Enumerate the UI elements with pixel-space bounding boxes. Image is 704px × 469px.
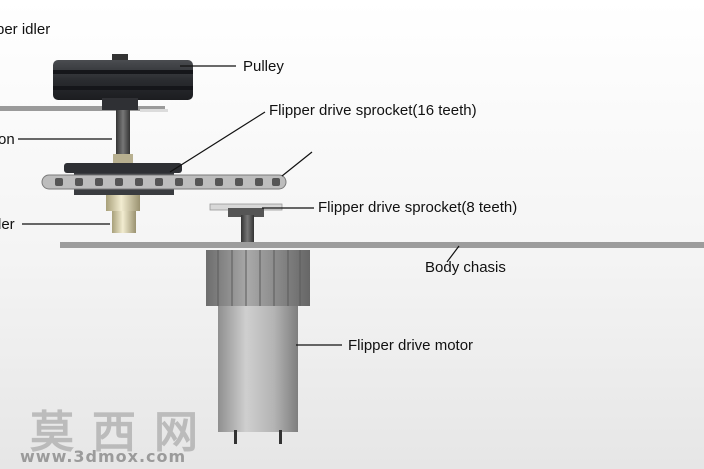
lower-idler-part <box>106 195 140 233</box>
label-left-idler: ler <box>0 216 15 233</box>
leader-chassis <box>446 245 460 263</box>
watermark-url: www.3dmox.com <box>20 447 187 466</box>
watermark-logo: 莫西网 <box>30 407 216 458</box>
sprocket-8-part <box>209 203 283 245</box>
chain-part <box>41 174 287 190</box>
label-body-chassis: Body chasis <box>425 259 506 276</box>
pulley-part <box>53 54 193 112</box>
label-pulley: Pulley <box>243 58 284 75</box>
upper-shaft <box>116 110 130 160</box>
body-chassis-plate <box>60 242 704 248</box>
upper-plate <box>0 106 165 111</box>
motor-part <box>206 250 310 444</box>
label-sprocket-16: Flipper drive sprocket(16 teeth) <box>269 102 477 119</box>
leader-sprocket16 <box>169 111 266 173</box>
label-left-on: on <box>0 131 15 148</box>
label-sprocket-8: Flipper drive sprocket(8 teeth) <box>318 199 518 216</box>
label-upper-idler: per idler <box>0 21 51 38</box>
leader-chain <box>281 151 313 177</box>
label-motor: Flipper drive motor <box>348 337 474 354</box>
